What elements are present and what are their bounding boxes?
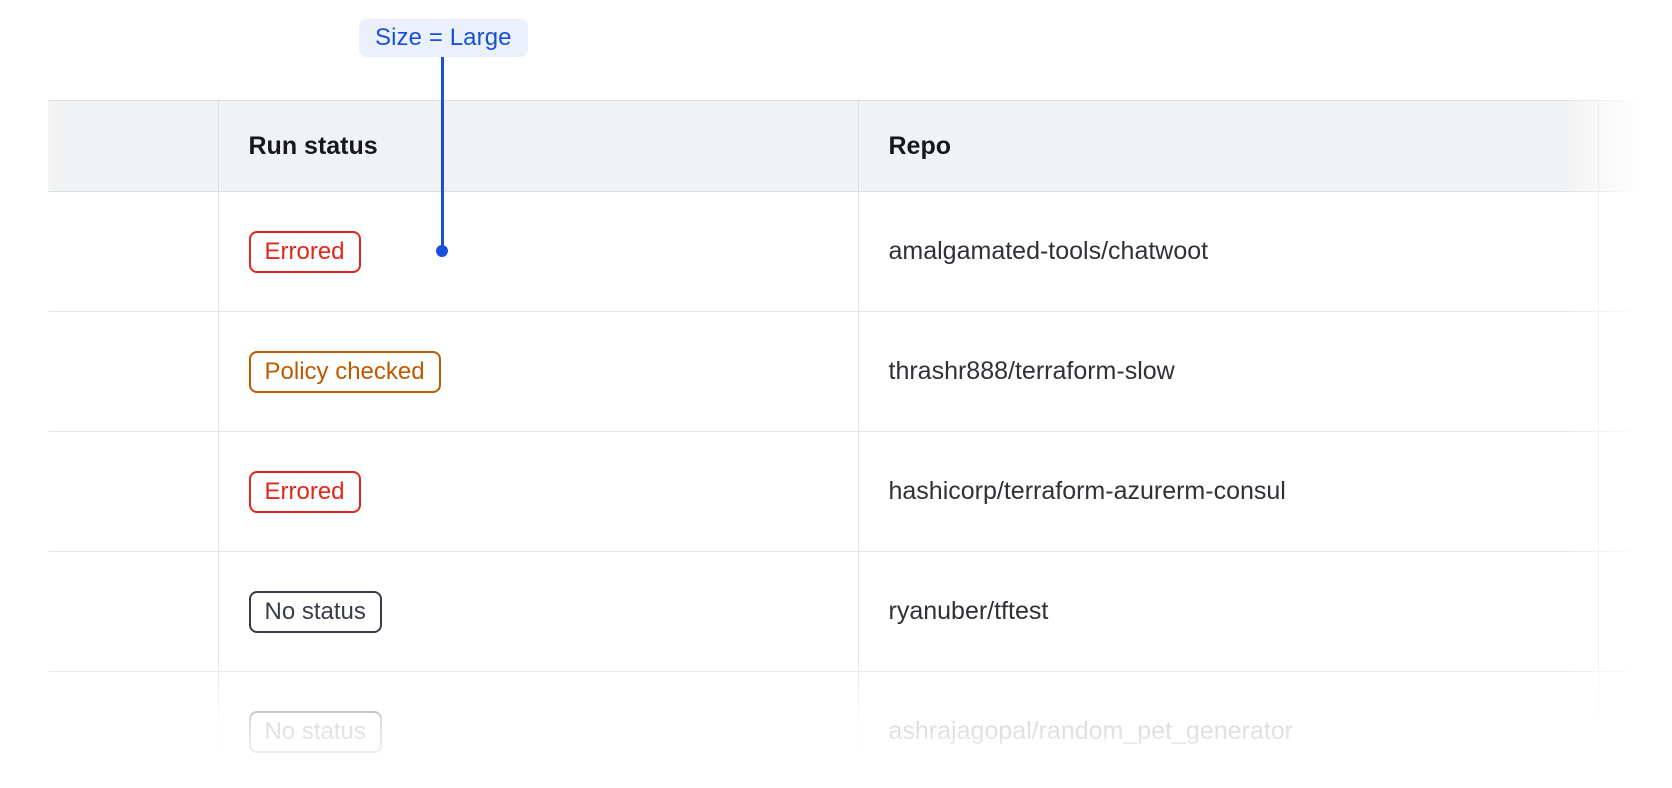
annotation-label[interactable]: Size = Large (359, 19, 528, 57)
column-header-repo[interactable]: Repo (858, 100, 1599, 192)
table-row[interactable]: Errored amalgamated-tools/chatwoot (48, 191, 1672, 312)
cell-repo[interactable]: ryanuber/tftest (858, 551, 1599, 672)
column-header-spacer (48, 100, 219, 192)
cell-run-status: Errored (218, 191, 859, 312)
cell-tail (1598, 311, 1672, 432)
cell-run-status: Errored (218, 431, 859, 552)
results-table-container[interactable]: Run status Repo Errored amalgamated-tool… (48, 100, 1672, 788)
runs-table: Run status Repo Errored amalgamated-tool… (48, 100, 1672, 788)
cell-repo[interactable]: amalgamated-tools/chatwoot (858, 191, 1599, 312)
table-header-row: Run status Repo (48, 100, 1672, 192)
top-whitespace (0, 0, 1672, 96)
cell-run-status: No status (218, 551, 859, 672)
cell-tail (1598, 551, 1672, 672)
cell-tail (1598, 431, 1672, 552)
cell-tail (1598, 191, 1672, 312)
status-badge[interactable]: Errored (248, 470, 361, 513)
status-badge[interactable]: No status (248, 590, 382, 633)
table-row[interactable]: Policy checked thrashr888/terraform-slow (48, 311, 1672, 432)
column-header-tail (1598, 100, 1672, 192)
table-body: Errored amalgamated-tools/chatwoot Polic… (48, 191, 1672, 788)
row-spacer-cell (48, 551, 219, 672)
status-badge[interactable]: Errored (248, 230, 361, 273)
cell-run-status: Policy checked (218, 311, 859, 432)
row-spacer-cell (48, 671, 219, 788)
left-fade-overlay (0, 0, 54, 788)
column-header-run-status[interactable]: Run status (218, 100, 859, 192)
table-row[interactable]: No status ashrajagopal/random_pet_genera… (48, 671, 1672, 788)
row-spacer-cell (48, 311, 219, 432)
table-header: Run status Repo (48, 100, 1672, 192)
cell-repo[interactable]: thrashr888/terraform-slow (858, 311, 1599, 432)
row-spacer-cell (48, 191, 219, 312)
status-badge[interactable]: No status (248, 710, 382, 753)
cell-tail (1598, 671, 1672, 788)
cell-repo[interactable]: ashrajagopal/random_pet_generator (858, 671, 1599, 788)
table-row[interactable]: No status ryanuber/tftest (48, 551, 1672, 672)
status-badge[interactable]: Policy checked (248, 350, 441, 393)
cell-run-status: No status (218, 671, 859, 788)
cell-repo[interactable]: hashicorp/terraform-azurerm-consul (858, 431, 1599, 552)
table-row[interactable]: Errored hashicorp/terraform-azurerm-cons… (48, 431, 1672, 552)
row-spacer-cell (48, 431, 219, 552)
